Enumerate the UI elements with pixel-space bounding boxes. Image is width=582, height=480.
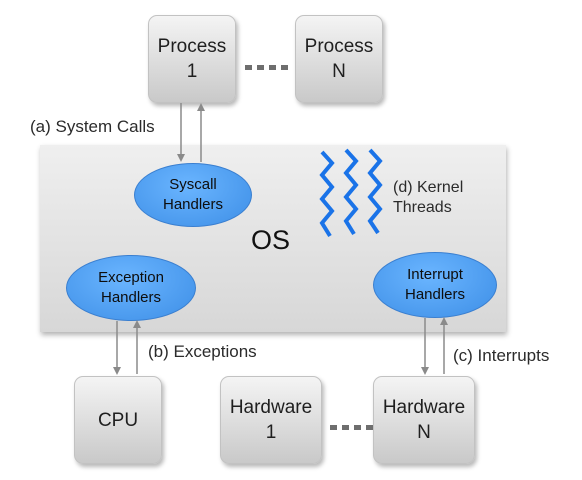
interrupt-handlers-line-1: Interrupt [407,266,463,283]
interrupt-handlers-line-2: Handlers [404,286,466,303]
syscall-handlers-line-2: Handlers [162,196,224,213]
hardware-n-box: Hardware N [373,376,475,464]
kernel-threads-label: (d) Kernel Threads [393,178,463,218]
hardware-ellipsis [330,425,373,430]
hardware-1-line-1: Hardware [229,397,313,418]
cpu-label: CPU [97,409,139,431]
hardware-1-box: Hardware 1 [220,376,322,464]
syscall-handlers-ellipse: Syscall Handlers [134,163,252,227]
process-n-line-1: Process [304,36,374,57]
process-1-line-2: 1 [186,61,198,82]
interrupts-label: (c) Interrupts [453,346,550,365]
process-n-line-2: N [332,61,346,82]
exceptions-label: (b) Exceptions [148,342,257,361]
hardware-n-line-1: Hardware [382,397,466,418]
kernel-thread-squiggle-2 [343,148,359,236]
os-label: OS [251,225,291,255]
exception-handlers-line-2: Handlers [100,289,162,306]
hardware-n-line-2: N [417,422,431,443]
kernel-threads-line-1: (d) Kernel [393,179,464,196]
syscall-handlers-line-1: Syscall [169,176,217,193]
process-ellipsis [245,65,288,70]
exception-handlers-ellipse: Exception Handlers [66,255,196,321]
kernel-thread-squiggle-3 [367,148,383,235]
kernel-threads-line-2: Threads [393,199,452,216]
interrupt-handlers-ellipse: Interrupt Handlers [373,252,497,318]
system-calls-label: (a) System Calls [30,117,155,136]
cpu-box: CPU [74,376,162,464]
exception-handlers-line-1: Exception [98,269,164,286]
process-n-box: Process N [295,15,383,103]
process-1-line-1: Process [157,36,227,57]
kernel-thread-squiggle-1 [319,150,335,238]
process-1-box: Process 1 [148,15,236,103]
hardware-1-line-2: 1 [265,422,277,443]
